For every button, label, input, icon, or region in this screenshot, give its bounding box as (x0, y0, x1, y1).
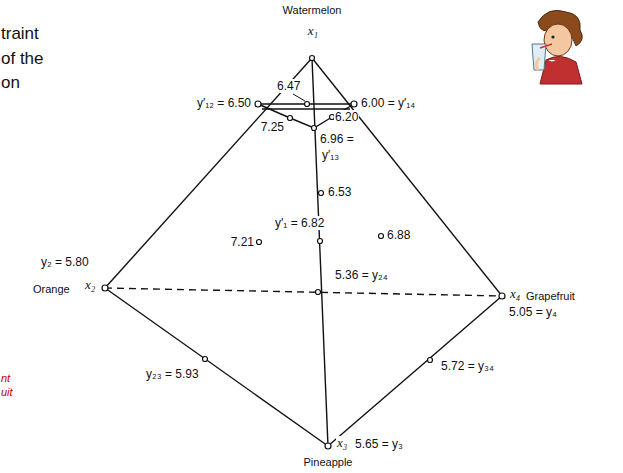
response-value: 6.20 (334, 110, 359, 124)
design-point (312, 126, 317, 131)
design-point (318, 239, 323, 244)
cropped-note: nt (0, 371, 11, 385)
vertex-symbol: x₄ (509, 287, 521, 301)
response-value: 6.00 = y′₁₄ (360, 96, 416, 110)
simplex-edge (105, 58, 312, 288)
design-point (203, 357, 208, 362)
cropped-text: of the (0, 49, 45, 69)
vertex-name: Watermelon (282, 3, 343, 17)
cropped-text: on (0, 73, 21, 93)
leader-line (293, 94, 305, 101)
response-value: 5.72 = y₃₄ (440, 359, 495, 373)
simplex-edge (312, 58, 328, 446)
design-point (351, 101, 357, 107)
design-point (316, 290, 321, 295)
vertex-point (102, 285, 108, 291)
response-value: y′₁₂ = 6.50 (196, 96, 252, 110)
design-point (305, 102, 310, 107)
response-value: y₂ = 5.80 (40, 255, 90, 269)
response-value: y′₁ = 6.82 (274, 216, 325, 230)
cropped-note: uit (0, 385, 14, 399)
response-value: 5.36 = y₂₄ (334, 268, 389, 282)
response-value: 5.05 = y₄ (508, 305, 558, 319)
design-point (288, 116, 293, 121)
vertex-point (325, 443, 331, 449)
response-value: 7.25 (260, 120, 285, 134)
response-value: 5.65 = y₃ (354, 437, 404, 451)
response-value: y₂₃ = 5.93 (145, 367, 200, 381)
design-point (255, 101, 261, 107)
design-point (319, 191, 324, 196)
cropped-text: traint (0, 24, 40, 44)
simplex-edge (105, 288, 328, 446)
response-value: y′₁₃ (321, 148, 340, 162)
response-value: 6.88 (386, 228, 411, 242)
vertex-name: Orange (32, 282, 71, 296)
design-point (428, 358, 433, 363)
vertex-symbol: x₂ (84, 278, 96, 292)
response-value: 6.53 (327, 185, 352, 199)
simplex-edge (312, 58, 502, 296)
hidden-edge (105, 288, 502, 296)
response-value: 6.96 = (319, 132, 355, 146)
vertex-symbol: x₃ (336, 436, 348, 450)
vertex-point (499, 293, 505, 299)
drinking-cartoon (532, 10, 582, 84)
vertex-name: Pineapple (303, 455, 354, 469)
response-value: 6.47 (276, 79, 301, 93)
vertex-point (310, 56, 315, 61)
vertex-name: Grapefruit (525, 289, 576, 303)
simplex-edge (328, 296, 502, 446)
vertex-symbol: x₁ (307, 24, 319, 38)
response-value: 7.21 (230, 235, 255, 249)
design-point (257, 240, 262, 245)
design-point (379, 234, 384, 239)
